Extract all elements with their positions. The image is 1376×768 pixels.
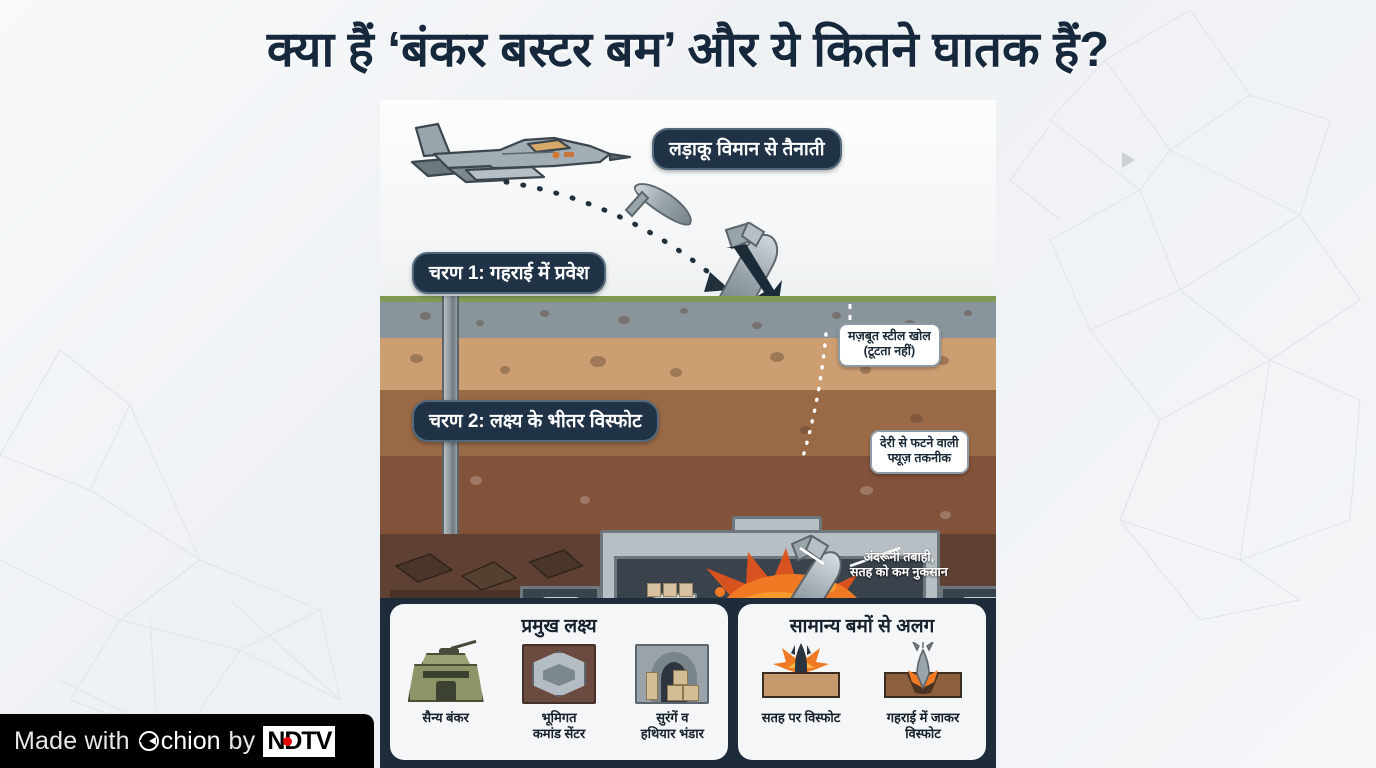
echion-logo-icon: [138, 731, 159, 751]
target-item-tunnels-arms-line2: हथियार भंडार: [640, 725, 704, 741]
compare-item-deep-blast[interactable]: गहराई में जाकर विस्फोट: [869, 642, 977, 741]
target-item-command-center-line2: कमांड सेंटर: [532, 725, 586, 741]
compare-item-deep-blast-line1: गहराई में जाकर: [886, 710, 960, 725]
callout-delayed-fuze-line2: फ्यूज़ तकनीक: [887, 451, 951, 466]
card-comparison-title: सामान्य बमों से अलग: [789, 616, 935, 637]
command-center-icon: [516, 642, 602, 706]
callout-internal-damage[interactable]: अंदरूनी तबाही, सतह को कम नुकसान: [850, 550, 948, 581]
target-item-tunnels-arms-line1: सुरंगें व: [656, 710, 689, 725]
bunker-tunnel-left: [520, 586, 600, 598]
compare-item-surface-blast[interactable]: सतह पर विस्फोट: [747, 642, 855, 741]
page-title: क्या हैं ‘बंकर बस्टर बम’ और ये कितने घात…: [266, 23, 1110, 77]
compare-item-deep-blast-line2: विस्फोट: [905, 725, 941, 741]
card-comparison-items: सतह पर विस्फोट: [744, 642, 980, 741]
watermark-by: by: [228, 726, 256, 755]
bottom-cards-panel: प्रमुख लक्ष्य सैन्य बंकर: [380, 598, 996, 768]
card-main-targets: प्रमुख लक्ष्य सैन्य बंकर: [390, 604, 728, 760]
card-main-targets-title: प्रमुख लक्ष्य: [521, 616, 597, 637]
ndtv-red-dot-icon: [283, 736, 293, 746]
target-item-military-bunker-line1: सैन्य बंकर: [422, 710, 469, 725]
surface-ground-block: [762, 672, 840, 698]
watermark-brand-text: chion: [160, 726, 221, 755]
callout-steel-casing-line2: (टूटता नहीं): [863, 344, 916, 359]
pill-deployment[interactable]: लड़ाकू विमान से तैनाती: [652, 128, 842, 170]
watermark-brand: chion: [138, 727, 221, 756]
card-comparison: सामान्य बमों से अलग: [738, 604, 986, 760]
watermark-made-with: Made with: [14, 726, 130, 755]
ndtv-logo: NDTV: [263, 725, 336, 757]
ndtv-logo-text: NDTV: [267, 726, 332, 755]
underground-bunker: [520, 516, 996, 598]
surface-explosion-icon: [758, 642, 844, 706]
penetrating-explosion-icon: [880, 642, 966, 706]
penetration-arrow: [726, 244, 782, 308]
bunker-tunnel-right: [940, 586, 996, 598]
callout-internal-damage-line2: सतह को कम नुकसान: [850, 565, 948, 580]
tunnel-capsule-right: [961, 597, 996, 598]
bunker-icon: [403, 639, 489, 706]
compare-item-surface-blast-line1: सतह पर विस्फोट: [761, 710, 841, 725]
callout-steel-casing[interactable]: मज़बूत स्टील खोल (टूटता नहीं): [838, 323, 941, 367]
watermark-bar: Made with chion by NDTV: [0, 714, 374, 768]
infographic-poster: लड़ाकू विमान से तैनाती चरण 1: गहराई में …: [380, 100, 996, 768]
page-title-bar: क्या हैं ‘बंकर बस्टर बम’ और ये कितने घात…: [0, 22, 1376, 78]
target-item-command-center-line1: भूमिगत: [541, 710, 577, 725]
card-main-targets-items: सैन्य बंकर भूमिगत कमांड सेंटर: [396, 639, 722, 741]
callout-steel-casing-line1: मज़बूत स्टील खोल: [848, 329, 931, 343]
bomb-inflight-1-fins: [624, 190, 650, 218]
callout-internal-damage-line1: अंदरूनी तबाही,: [863, 550, 935, 564]
tunnel-icon: [629, 642, 715, 706]
bunker-roof-block: [732, 516, 822, 532]
fighter-jet-illustration: [410, 122, 632, 184]
bunker-supply-crates: [647, 583, 693, 598]
pill-stage-1[interactable]: चरण 1: गहराई में प्रवेश: [412, 252, 607, 294]
callout-delayed-fuze[interactable]: देरी से फटने वाली फ्यूज़ तकनीक: [870, 430, 969, 474]
target-item-tunnels-arms[interactable]: सुरंगें व हथियार भंडार: [623, 642, 722, 741]
steel-casing-leader: [800, 332, 828, 462]
callout-delayed-fuze-line1: देरी से फटने वाली: [880, 436, 959, 450]
soil-layer-grass: [380, 296, 996, 302]
target-item-command-center[interactable]: भूमिगत कमांड सेंटर: [509, 642, 608, 741]
pill-stage-2[interactable]: चरण 2: लक्ष्य के भीतर विस्फोट: [412, 400, 659, 442]
play-triangle-marker: [1122, 152, 1135, 168]
bomb-penetrating-fins: [724, 222, 766, 250]
target-item-military-bunker[interactable]: सैन्य बंकर: [396, 639, 495, 741]
tunnel-capsule-left: [541, 597, 581, 598]
